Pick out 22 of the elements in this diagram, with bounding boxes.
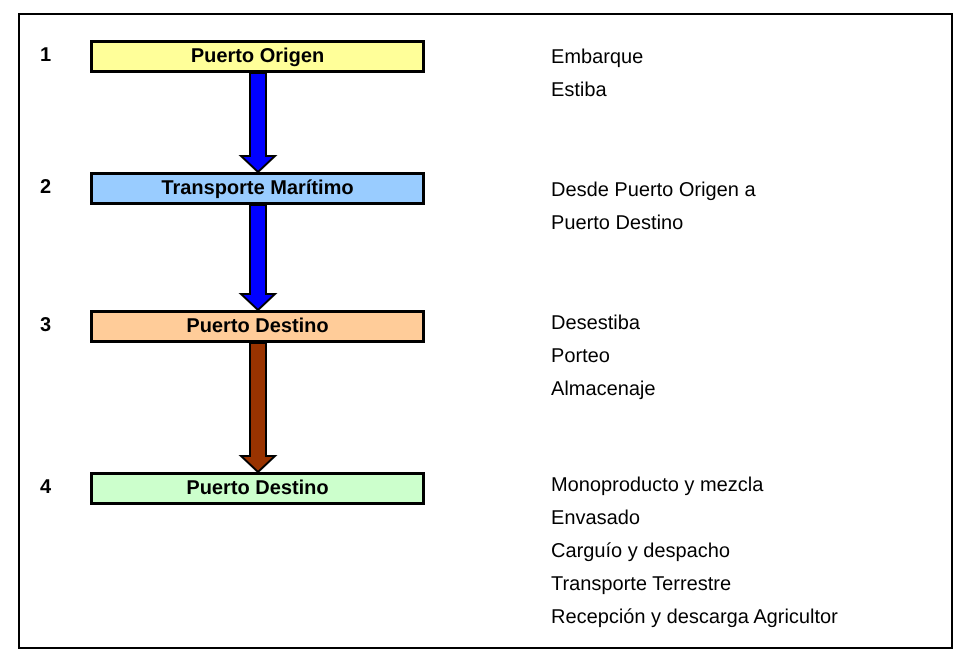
step-number: 1 <box>40 44 52 67</box>
block-arrow <box>238 204 278 312</box>
step-description: Desde Puerto Origen a Puerto Destino <box>551 178 757 236</box>
step-description: Estiba <box>551 78 607 103</box>
step-number: 4 <box>40 476 52 499</box>
block-arrow <box>238 342 278 474</box>
step-description: Desestiba <box>551 311 640 336</box>
block-arrow <box>238 72 278 174</box>
step-description: Recepción y descarga Agricultor <box>551 605 838 630</box>
step-description: Transporte Terrestre <box>551 572 732 597</box>
process-box: Puerto Origen <box>90 40 425 73</box>
step-description: Porteo <box>551 344 610 369</box>
step-number: 2 <box>40 176 52 199</box>
step-description: Embarque <box>551 45 644 70</box>
step-description: Envasado <box>551 506 640 531</box>
step-description: Almacenaje <box>551 377 656 402</box>
step-description: Monoproducto y mezcla <box>551 473 764 498</box>
process-box: Puerto Destino <box>90 310 425 343</box>
process-box: Puerto Destino <box>90 472 425 505</box>
step-description: Carguío y despacho <box>551 539 730 564</box>
process-box: Transporte Marítimo <box>90 172 425 205</box>
step-number: 3 <box>40 314 52 337</box>
